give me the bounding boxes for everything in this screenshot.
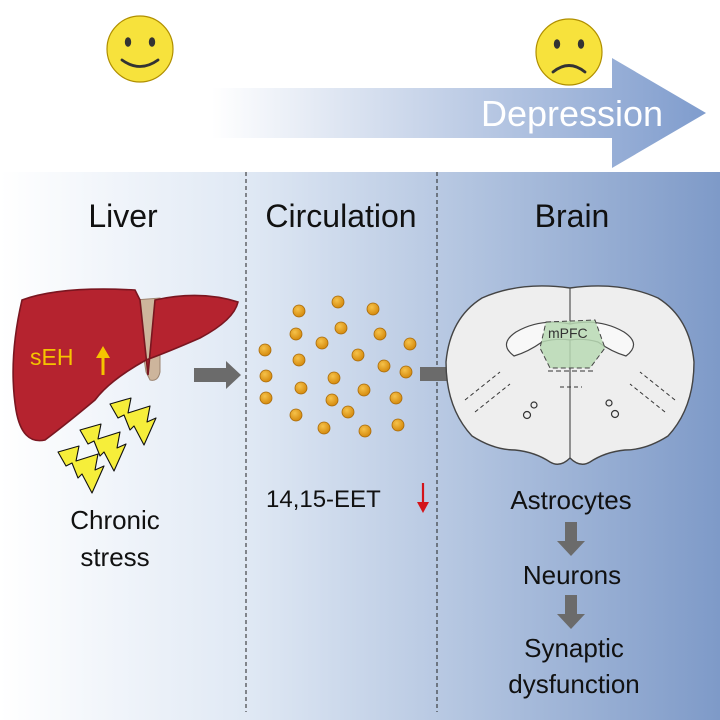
eet-particle bbox=[366, 302, 380, 316]
eet-particle bbox=[357, 383, 371, 397]
lightning-bolt-icon bbox=[79, 423, 127, 472]
cascade-dysfunction: dysfunction bbox=[508, 669, 640, 699]
mpfc-label: mPFC bbox=[548, 325, 588, 341]
enzyme-label: sEH bbox=[30, 344, 73, 370]
metabolite-label: 14,15-EET bbox=[266, 486, 381, 513]
eet-particle bbox=[351, 348, 365, 362]
lightning-bolt-icon bbox=[57, 445, 105, 494]
eet-particle bbox=[358, 424, 372, 438]
liver-to-circulation-arrow bbox=[194, 361, 241, 389]
eet-particle bbox=[292, 304, 306, 318]
brain-section-illustration: mPFC bbox=[445, 285, 695, 465]
depression-label: Depression bbox=[481, 93, 663, 134]
happy-face-icon bbox=[106, 15, 174, 83]
metabolite-down-arrow-icon bbox=[417, 483, 429, 513]
eet-particle bbox=[315, 336, 329, 350]
cascade-synaptic: Synaptic bbox=[524, 633, 624, 663]
eet-particle bbox=[389, 391, 403, 405]
eet-particle bbox=[391, 418, 405, 432]
section-title-liver: Liver bbox=[88, 198, 158, 234]
chronic-stress-line1: Chronic bbox=[70, 505, 160, 535]
section-title-brain: Brain bbox=[535, 198, 610, 234]
depression-arrow: Depression bbox=[0, 58, 706, 168]
liver-illustration: sEH bbox=[12, 288, 239, 442]
cascade-arrow-1 bbox=[557, 522, 585, 556]
lightning-bolt-icon bbox=[109, 397, 157, 446]
eet-particle bbox=[334, 321, 348, 335]
eet-particle bbox=[259, 391, 273, 405]
eet-particle bbox=[259, 369, 273, 383]
eet-particle bbox=[373, 327, 387, 341]
eet-particle bbox=[377, 359, 391, 373]
eet-particle bbox=[327, 371, 341, 385]
eet-particle bbox=[289, 408, 303, 422]
eet-particle bbox=[317, 421, 331, 435]
eet-particle bbox=[325, 393, 339, 407]
eet-particle bbox=[331, 295, 345, 309]
sad-face-icon bbox=[535, 18, 603, 86]
eet-particle bbox=[294, 381, 308, 395]
cascade-astrocytes: Astrocytes bbox=[510, 485, 631, 515]
enzyme-up-arrow-icon bbox=[96, 346, 110, 375]
eet-particle bbox=[341, 405, 355, 419]
eet-particle bbox=[258, 343, 272, 357]
eet-particle bbox=[289, 327, 303, 341]
eet-particle bbox=[403, 337, 417, 351]
eet-particle bbox=[292, 353, 306, 367]
section-title-circulation: Circulation bbox=[265, 198, 416, 234]
cascade-arrow-2 bbox=[557, 595, 585, 629]
mpfc-region bbox=[539, 319, 606, 369]
chronic-stress-line2: stress bbox=[80, 542, 149, 572]
cascade-neurons: Neurons bbox=[523, 560, 621, 590]
eet-particles bbox=[258, 295, 417, 438]
eet-particle bbox=[399, 365, 413, 379]
